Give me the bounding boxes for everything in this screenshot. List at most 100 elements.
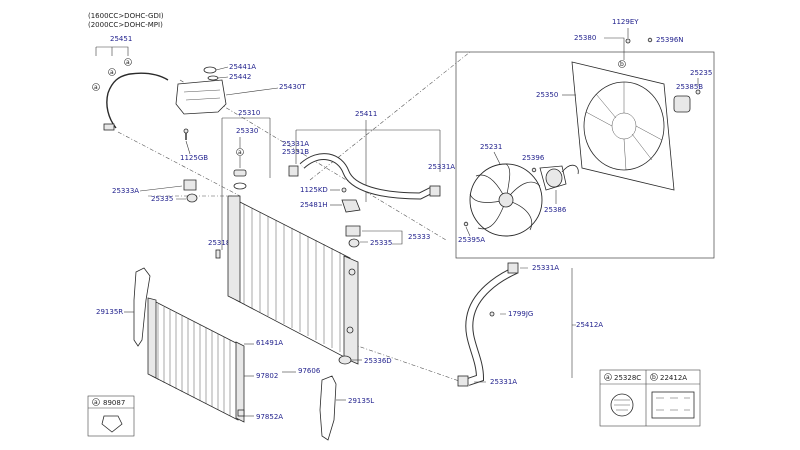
svg-text:b: b [620, 61, 624, 68]
callout-b-shroud: b [618, 60, 626, 68]
label-25330: 25330 [236, 127, 258, 135]
leader-25380 [604, 37, 625, 60]
label-1799JG: 1799JG [508, 310, 533, 318]
bracket-25481H [341, 199, 361, 213]
leader-25412A [500, 267, 573, 378]
leader-25310 [221, 117, 271, 250]
label-25385B: 25385B [676, 83, 703, 91]
label-25335-left: 25335 [151, 195, 173, 203]
label-25386: 25386 [544, 206, 567, 214]
condenser-right-header [235, 341, 245, 423]
callout-a-2: a [108, 68, 116, 76]
label-25231: 25231 [480, 143, 502, 151]
bolt-25235 [695, 89, 701, 95]
svg-text:b: b [652, 374, 656, 381]
bolt-1125KD [341, 187, 347, 193]
shroud-spokes [585, 82, 663, 171]
cap-seal-25442 [207, 75, 219, 81]
label-25441A: 25441A [229, 63, 256, 71]
fan-shroud-25350 [571, 61, 675, 191]
label-25331A-right: 25331A [428, 163, 455, 171]
svg-text:a: a [126, 59, 130, 66]
leader-lower [474, 324, 576, 383]
leaders-left-mount [139, 185, 186, 200]
air-guard-29135R [133, 267, 151, 347]
bolt-1129EY [625, 38, 631, 44]
label-1125KD: 1125KD [300, 186, 328, 194]
svg-text:a: a [110, 69, 114, 76]
warning-label-icons [656, 397, 690, 411]
radiator-right-tank [343, 255, 359, 365]
legend-code-b: 22412A [660, 374, 687, 382]
label-61491A: 61491A [256, 339, 283, 347]
label-1129EY: 1129EY [612, 18, 639, 26]
label-25335-right: 25335 [370, 239, 392, 247]
label-97606: 97606 [298, 367, 321, 375]
label-29135R: 29135R [96, 308, 123, 316]
fan-blade-curves [469, 163, 541, 231]
ref-line-1 [117, 131, 241, 197]
air-guard-29135L [319, 375, 337, 441]
clip-legend-callout-a: a [92, 398, 100, 406]
reservoir-tank-25430T [175, 79, 227, 115]
label-25430T: 25430T [279, 83, 306, 91]
leader-25411 [295, 120, 441, 202]
bracket-97852A [237, 409, 245, 417]
label-25442: 25442 [229, 73, 251, 81]
fan-hub [498, 192, 514, 208]
mount-bracket-25333 [345, 225, 361, 237]
fan-assembly-box [455, 51, 715, 259]
bolt-25396 [531, 167, 537, 173]
hose-clamp-low2 [457, 375, 469, 387]
label-25331B: 25331B [282, 148, 309, 156]
label-25318: 25318 [208, 239, 230, 247]
nut-25395A [463, 221, 469, 227]
clip-89087 [101, 415, 123, 433]
label-25411: 25411 [355, 110, 377, 118]
label-25396N: 25396N [656, 36, 684, 44]
legend-callout-b: b [650, 373, 658, 381]
reservoir-cap-25441A [203, 66, 217, 74]
label-25336D: 25336D [364, 357, 392, 365]
condenser-left-header [147, 297, 157, 379]
label-29135L: 29135L [348, 397, 374, 405]
engine-variant-2: (2000CC>DOHC-MPI) [88, 21, 163, 29]
svg-text:a: a [94, 84, 98, 91]
insulator-25335-left [186, 193, 198, 203]
radiator-core [235, 199, 351, 361]
leader-25231 [493, 151, 501, 165]
label-25310: 25310 [238, 109, 260, 117]
label-25395A: 25395A [458, 236, 485, 244]
radiator-left-tank [227, 195, 241, 303]
condenser-core [151, 299, 239, 421]
engine-variant-1: (1600CC>DOHC-GDI) [88, 12, 164, 20]
callout-a-3: a [124, 58, 132, 66]
overflow-hose-25451 [107, 72, 169, 94]
overflow-hose-lower [106, 92, 117, 129]
label-25380: 25380 [574, 34, 596, 42]
hose-clamp-25331A-right [429, 185, 441, 197]
drain-plug-25318 [215, 249, 221, 259]
label-25333: 25333 [408, 233, 430, 241]
upper-hose-25411 [300, 154, 434, 199]
svg-text:a: a [606, 374, 610, 381]
ref-line-5 [351, 343, 463, 383]
clip-legend-code: 89087 [103, 399, 125, 407]
svg-text:a: a [94, 399, 98, 406]
label-25331A-low2: 25331A [490, 378, 517, 386]
label-25350: 25350 [536, 91, 558, 99]
hose-clip [103, 123, 115, 131]
bolt-25396N [647, 37, 653, 43]
label-1125GB: 1125GB [180, 154, 208, 162]
hose-clamp-low1 [507, 262, 519, 274]
svg-text:a: a [238, 149, 242, 156]
leaders-reservoir [215, 66, 279, 96]
legend-callout-a: a [604, 373, 612, 381]
callout-a-25330: a [236, 148, 244, 156]
label-97852A: 97852A [256, 413, 283, 421]
label-25481H: 25481H [300, 201, 328, 209]
mount-bracket-25333A [183, 179, 197, 191]
clip-1799JG [489, 311, 495, 317]
label-25451: 25451 [110, 35, 132, 43]
insulator-25335-right [348, 238, 360, 248]
